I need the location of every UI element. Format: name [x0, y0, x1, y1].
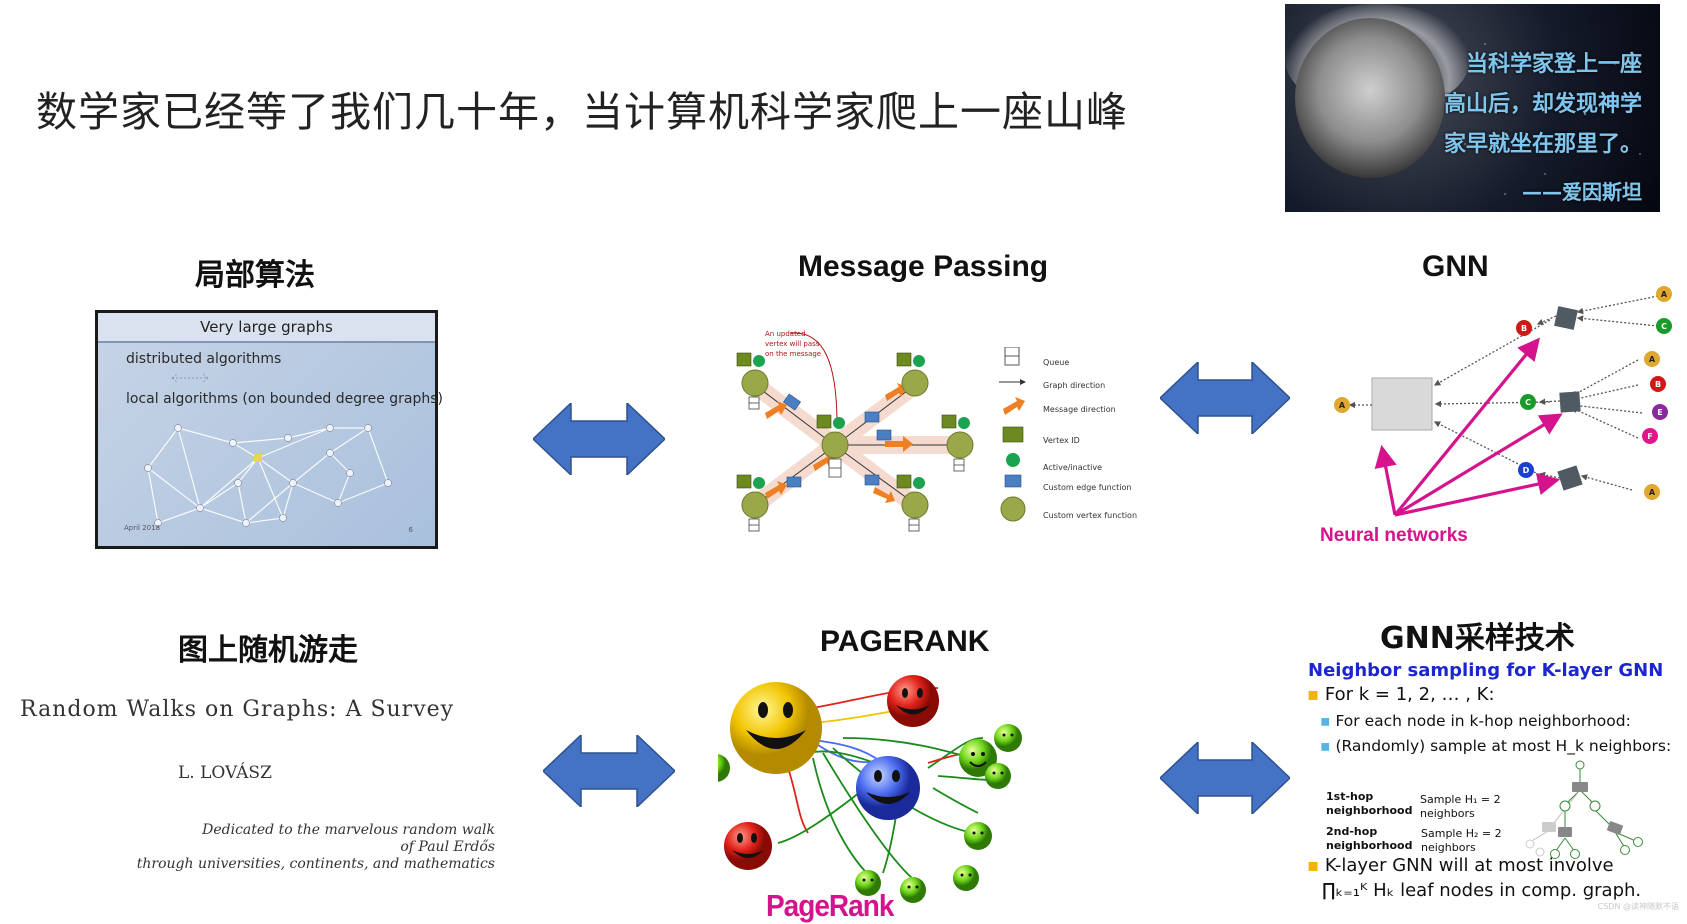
legend-message-direction: Message direction: [1043, 405, 1116, 414]
dashed-double-arrow-icon: [171, 373, 209, 383]
hop1-line-1: 1st-hop: [1326, 790, 1374, 803]
gnn-caption: Neural networks: [1320, 525, 1468, 546]
ns-line-1-text: For k = 1, 2, … , K:: [1324, 684, 1495, 705]
einstein-quote-image: 当科学家登上一座 高山后，却发现神学 家早就坐在那里了。 ——爱因斯坦: [1285, 4, 1660, 212]
bullet-icon: ▪: [1320, 712, 1336, 730]
paper-author: L. LOVÁSZ: [178, 763, 272, 783]
ns-sub-line-1: ▪ For each node in k-hop neighborhood:: [1320, 712, 1631, 730]
annotation-line-1: An updated: [765, 330, 806, 338]
legend-edge-function: Custom edge function: [1043, 483, 1132, 492]
hop2-line-2: neighborhood: [1326, 839, 1413, 852]
legend-vertex-id: Vertex ID: [1043, 436, 1080, 445]
ns-sub-1-text: For each node in k-hop neighborhood:: [1335, 712, 1631, 730]
title-gnn-sampling: GNN采样技术: [1380, 621, 1575, 656]
bullet-icon: ▪: [1307, 684, 1325, 705]
gnn-graph: A B C D A C A B E F A: [1334, 286, 1672, 517]
quote-line-3: 家早就坐在那里了。: [1443, 132, 1642, 157]
watermark: CSDN @读神随默不语: [1597, 902, 1679, 911]
slide-line-local: local algorithms (on bounded degree grap…: [126, 391, 444, 407]
svg-text:B: B: [1521, 324, 1527, 333]
svg-text:A: A: [1661, 290, 1668, 299]
slide-header: Very large graphs: [98, 313, 435, 343]
title-message-passing: Message Passing: [798, 250, 1049, 283]
annotation-line-2: vertex will pass: [765, 340, 820, 348]
legend-active: Active/inactive: [1043, 463, 1103, 472]
ns-sub-2-text: (Randomly) sample at most H_k neighbors:: [1335, 737, 1672, 755]
bullet-icon: ▪: [1320, 737, 1336, 755]
paper-dedication-3: through universities, continents, and ma…: [136, 856, 495, 872]
hop1-line-2: neighborhood: [1326, 804, 1413, 817]
slide-page-number: 6: [408, 526, 413, 534]
svg-text:F: F: [1647, 432, 1652, 441]
legend-queue: Queue: [1043, 358, 1070, 367]
ns-sub-line-2: ▪ (Randomly) sample at most H_k neighbor…: [1320, 737, 1671, 755]
ns-line-2-text: K-layer GNN will at most involve: [1324, 855, 1614, 876]
svg-text:B: B: [1655, 380, 1661, 389]
sampling-tree-diagram: [1525, 760, 1643, 859]
slide-footer: April 2018: [124, 524, 161, 532]
gnn-diagram: A B C D A C A B E F A Neural networks: [1320, 280, 1675, 550]
sample2-line-2: neighbors: [1421, 841, 1476, 854]
svg-text:D: D: [1523, 466, 1530, 475]
double-arrow-icon: [1160, 742, 1290, 814]
quote-line-1: 当科学家登上一座: [1465, 52, 1642, 77]
svg-text:C: C: [1525, 398, 1531, 407]
ns-for-loop-line: ▪ For k = 1, 2, … , K:: [1307, 684, 1495, 705]
paper-dedication-1: Dedicated to the marvelous random walk: [202, 822, 495, 838]
sample1-line-1: Sample H₁ = 2: [1420, 793, 1501, 806]
hop2-line-1: 2nd-hop: [1326, 825, 1378, 838]
pagerank-diagram: PageRank: [702, 668, 1078, 923]
title-random-walk: 图上随机游走: [178, 633, 358, 668]
quote-line-2: 高山后，却发现神学: [1443, 92, 1642, 117]
svg-text:A: A: [1649, 488, 1656, 497]
double-arrow-icon: [1160, 362, 1290, 434]
mp-annotation: An updated vertex will pass on the messa…: [765, 329, 821, 359]
svg-text:A: A: [1339, 401, 1346, 410]
mp-legend-icons: [999, 347, 1026, 522]
quote-author: ——爱因斯坦: [1522, 180, 1642, 204]
message-passing-graph: [736, 332, 974, 532]
svg-text:C: C: [1661, 322, 1667, 331]
legend-graph-direction: Graph direction: [1043, 381, 1106, 390]
neighbor-sampling-title: Neighbor sampling for K-layer GNN: [1308, 660, 1664, 681]
ns-k-layer-line: ▪ K-layer GNN will at most involve: [1307, 855, 1614, 876]
annotation-line-3: on the message: [765, 350, 822, 358]
pagerank-logo: PageRank: [766, 888, 894, 923]
double-arrow-icon: [543, 735, 675, 807]
einstein-portrait: [1295, 18, 1445, 178]
double-arrow-icon: [533, 403, 665, 475]
paper-dedication-2: of Paul Erdős: [400, 839, 495, 855]
title-pagerank: PAGERANK: [820, 625, 990, 658]
svg-text:A: A: [1649, 355, 1656, 364]
slide-line-distributed: distributed algorithms: [126, 351, 282, 367]
title-gnn: GNN: [1422, 250, 1489, 283]
graph-network-diagram: [144, 424, 392, 527]
local-algorithms-slide: Very large graphs distributed algorithms…: [95, 310, 443, 549]
legend-vertex-function: Custom vertex function: [1043, 511, 1138, 520]
message-passing-diagram: An updated vertex will pass on the messa…: [725, 325, 1137, 545]
sample1-line-2: neighbors: [1420, 807, 1475, 820]
bullet-icon: ▪: [1307, 855, 1325, 876]
title-local-algorithm: 局部算法: [195, 258, 315, 293]
svg-text:E: E: [1657, 408, 1662, 417]
paper-title: Random Walks on Graphs: A Survey: [20, 697, 455, 722]
ns-product-line: ∏ₖ₌₁ᴷ Hₖ leaf nodes in comp. graph.: [1322, 880, 1642, 901]
headline: 数学家已经等了我们几十年，当计算机科学家爬上一座山峰: [36, 88, 1128, 136]
sample2-line-1: Sample H₂ = 2: [1421, 827, 1502, 840]
pagerank-smiley-graph: [702, 675, 1022, 903]
